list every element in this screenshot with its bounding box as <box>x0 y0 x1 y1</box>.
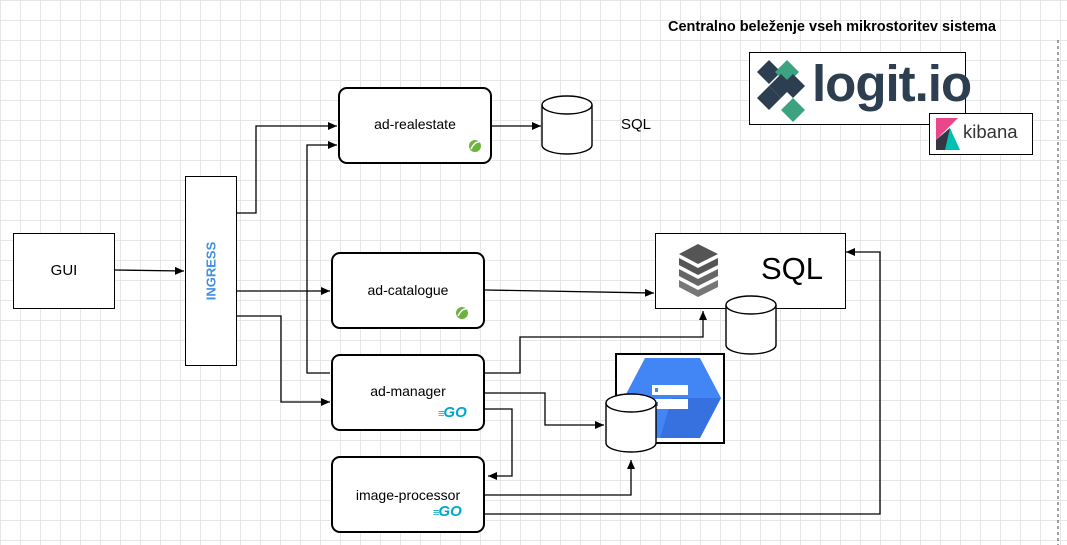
edge-manager-gcp <box>485 392 604 429</box>
image-processor-label: image-processor <box>355 486 461 503</box>
ingress-node[interactable] <box>185 176 237 366</box>
edge-imageproc-sqlbox <box>485 248 881 515</box>
ad-catalogue-node[interactable]: ad-catalogue <box>331 252 485 329</box>
sql-small-label: SQL <box>621 116 652 133</box>
image-processor-node[interactable]: image-processor <box>331 456 485 533</box>
ad-manager-label: ad-manager <box>370 382 446 399</box>
ad-manager-node[interactable]: ad-manager <box>331 354 485 431</box>
edge-ingress-realestate <box>236 122 337 214</box>
go-badge-text: GO <box>443 404 467 421</box>
ingress-label: INGRESS <box>203 241 219 301</box>
edge-catalogue-sqlbox <box>484 288 655 297</box>
edge-manager-imageproc <box>485 408 513 480</box>
edge-ingress-manager <box>236 315 330 406</box>
edge-gui-ingress <box>113 266 185 275</box>
edge-manager-sqlcyl <box>485 311 707 374</box>
sql-big-label: SQL <box>761 251 824 286</box>
go-gopher-icon: ≡GO <box>438 404 467 421</box>
logit-wordmark: logit.io <box>812 55 972 112</box>
go-gopher-icon: ≡GO <box>433 503 462 520</box>
gcp-database-icon-frame <box>615 353 725 444</box>
go-badge-text: GO <box>438 503 462 520</box>
gui-label: GUI <box>50 262 78 279</box>
gui-node[interactable]: GUI <box>13 233 115 309</box>
logging-heading: Centralno beleženje vseh mikrostoritev s… <box>668 19 996 35</box>
ad-catalogue-label: ad-catalogue <box>367 281 449 298</box>
edge-manager-realestate <box>306 141 337 374</box>
ad-realestate-node[interactable]: ad-realestate <box>338 87 492 164</box>
kibana-wordmark: kibana <box>963 121 1018 142</box>
edge-imageproc-gcp <box>485 460 635 496</box>
ad-realestate-label: ad-realestate <box>374 115 456 132</box>
